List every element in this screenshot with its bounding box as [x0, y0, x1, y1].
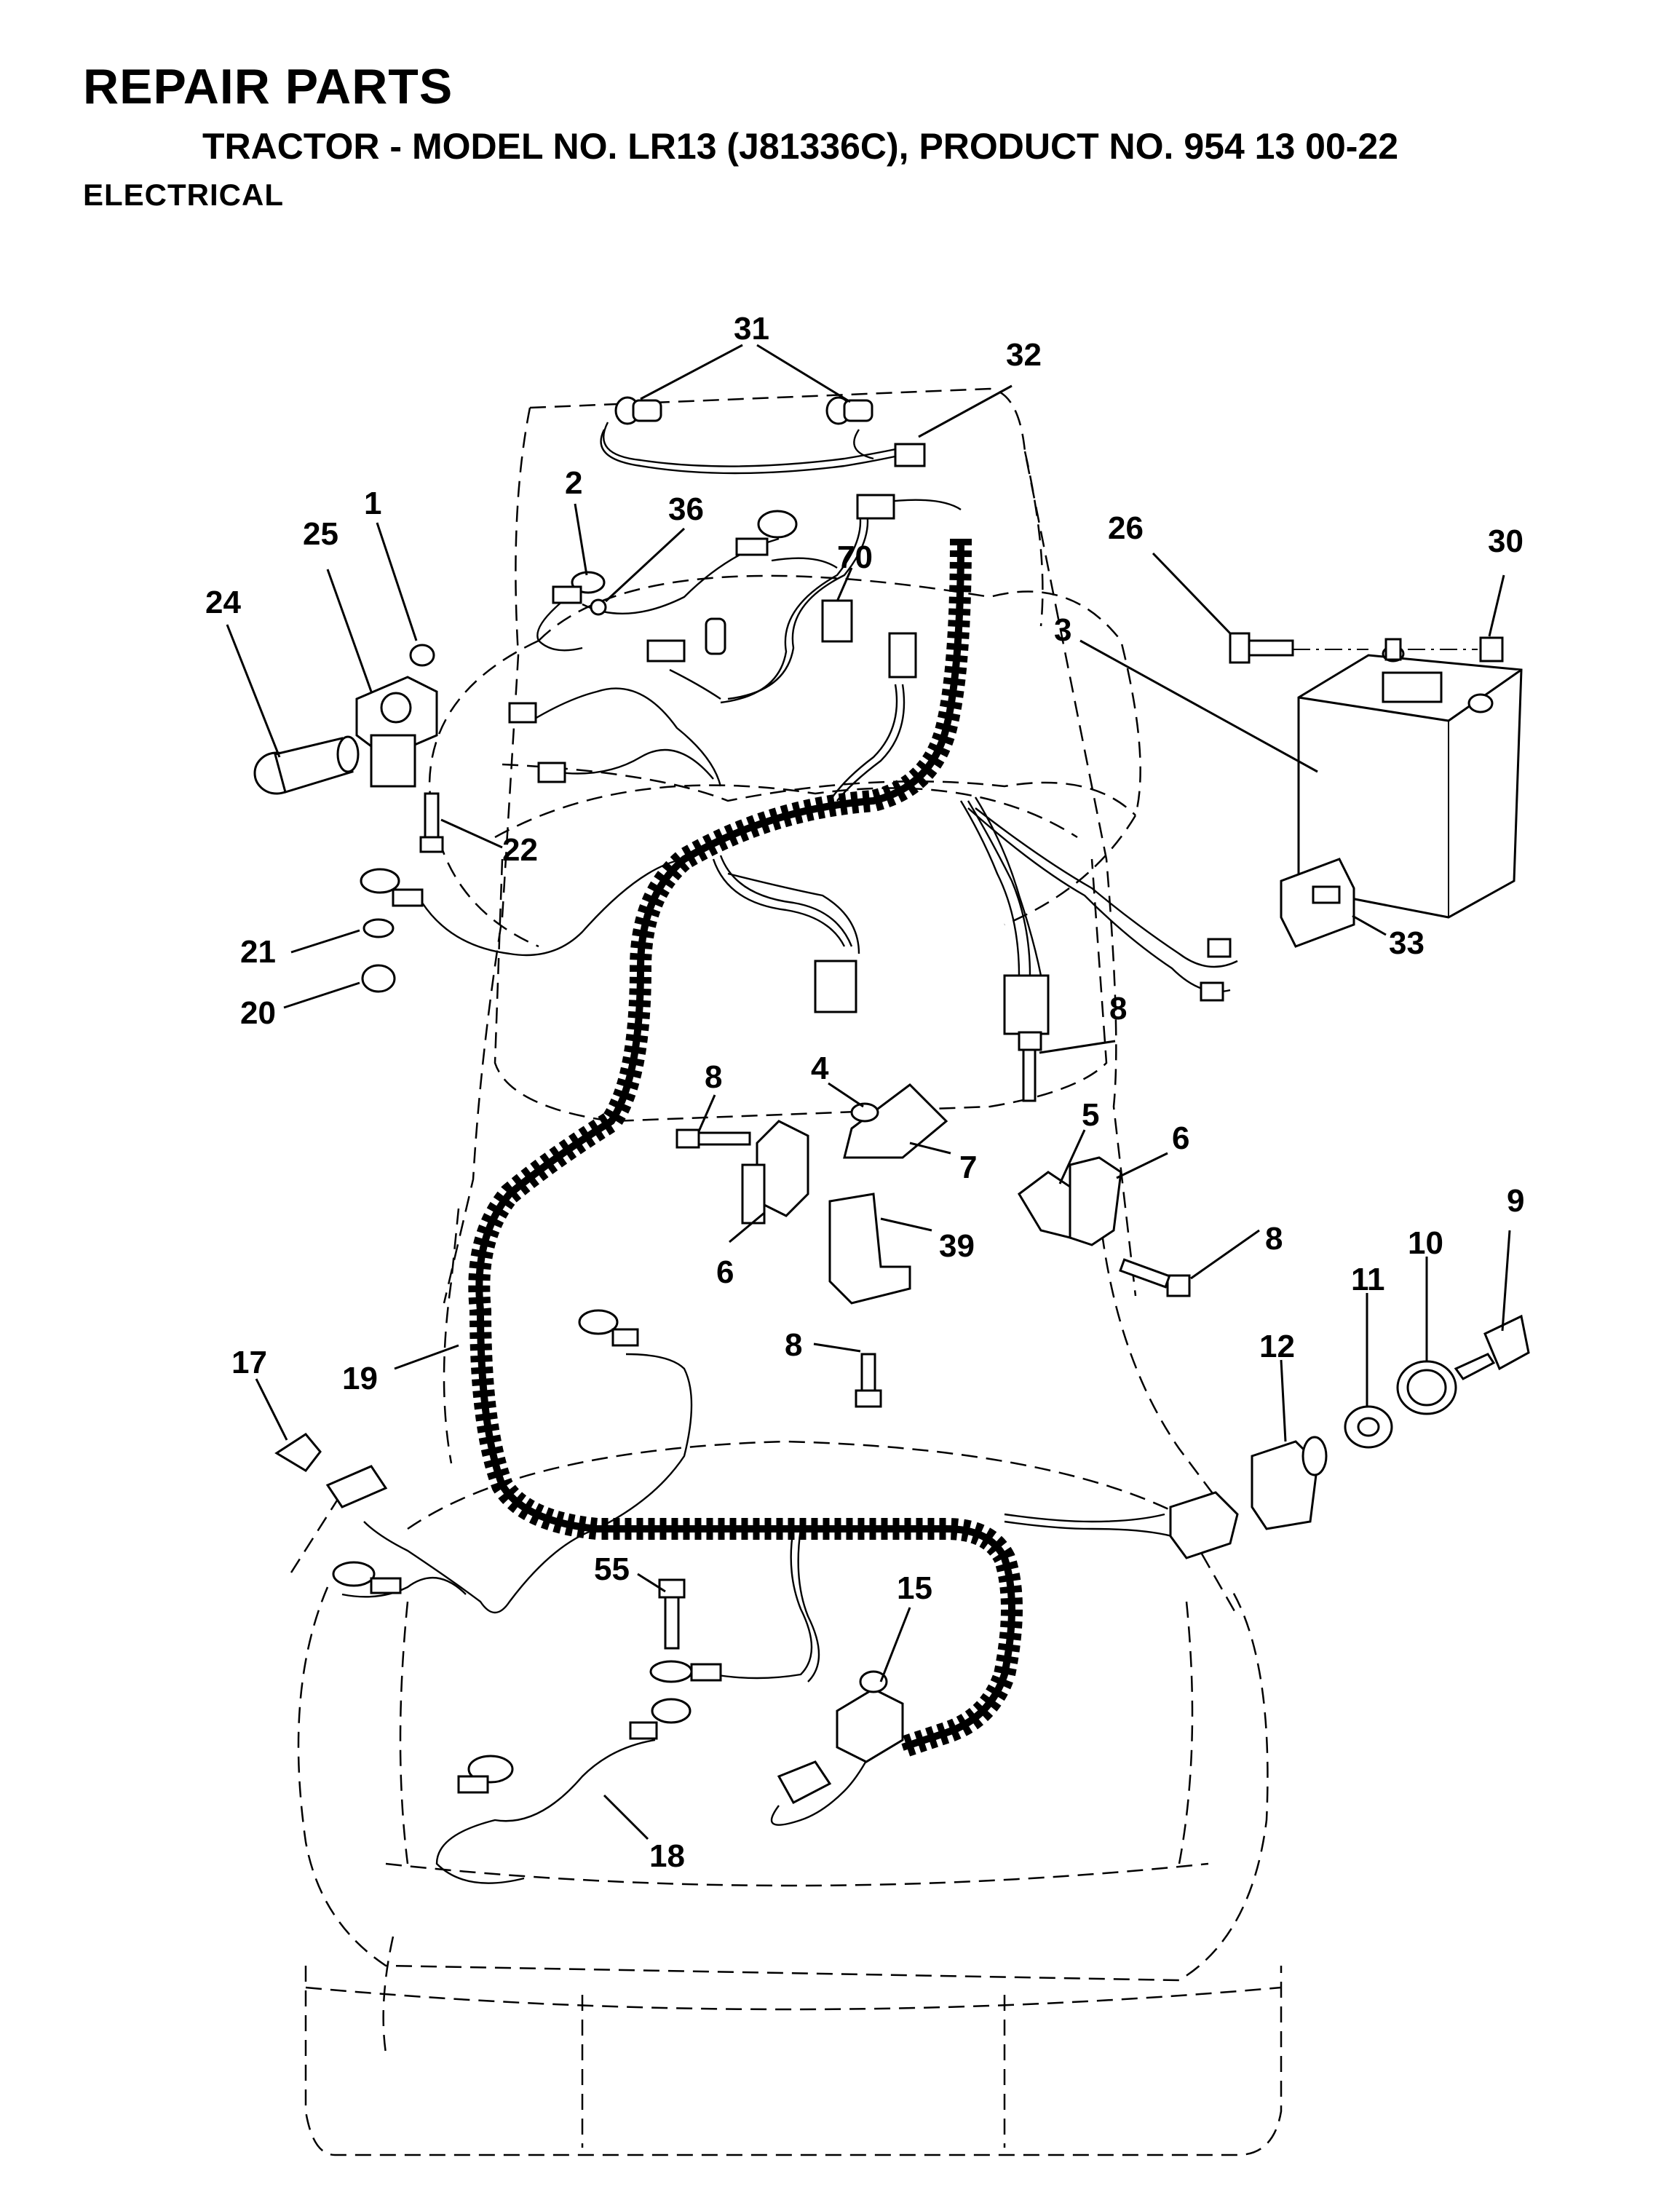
callout-70: 70 [837, 539, 873, 575]
part-bolt-26 [1229, 632, 1294, 664]
callout-24: 24 [205, 585, 241, 620]
callout-4: 4 [811, 1051, 829, 1086]
callout-10: 10 [1408, 1225, 1443, 1261]
part-switch-6-left [741, 1120, 809, 1225]
callout-31: 31 [734, 311, 769, 347]
part-switch-5-6-right [1018, 1156, 1122, 1246]
section-label: ELECTRICAL [83, 178, 284, 212]
part-key-9 [1454, 1314, 1530, 1380]
part-headlights-31 [614, 396, 873, 425]
part-ignition-12 [1251, 1436, 1328, 1530]
callout-12: 12 [1259, 1329, 1295, 1364]
part-battery-3 [1297, 638, 1523, 919]
callout-6-a: 6 [716, 1254, 734, 1290]
part-connector-32 [856, 443, 926, 520]
wiring-harness-coil [468, 538, 1023, 1758]
callout-21: 21 [240, 934, 276, 970]
part-ground-terminal-19 [578, 1309, 639, 1347]
part-boot-24 [253, 735, 360, 795]
tractor-ghost-outline [290, 387, 1283, 2156]
callout-2: 2 [565, 465, 582, 501]
callout-20: 20 [240, 995, 276, 1031]
leader-lines [226, 344, 1511, 1840]
part-seat-switch-15 [777, 1670, 904, 1805]
callout-1: 1 [364, 486, 381, 521]
part-washers-20-21 [360, 868, 424, 993]
part-bolt-55-ground-18 [457, 1578, 722, 1794]
callout-5: 5 [1082, 1097, 1099, 1133]
nut-1 [409, 644, 435, 667]
part-bolts-8 [675, 1031, 1191, 1408]
part-bezel-10 [1396, 1360, 1457, 1415]
callout-30: 30 [1488, 523, 1524, 559]
callout-22: 22 [502, 832, 538, 868]
callout-11: 11 [1351, 1262, 1385, 1297]
callout-18: 18 [649, 1838, 685, 1874]
part-solenoid-25 [355, 644, 438, 788]
callout-3: 3 [1054, 612, 1071, 648]
callout-7: 7 [959, 1150, 977, 1185]
callout-8-d: 8 [785, 1327, 802, 1363]
callout-6-b: 6 [1172, 1120, 1189, 1156]
part-brackets-4-7-39 [828, 1083, 948, 1305]
model-subtitle: TRACTOR - MODEL NO. LR13 (J81336C), PROD… [202, 126, 1399, 167]
callout-55: 55 [594, 1551, 630, 1587]
callout-9: 9 [1507, 1183, 1524, 1219]
callout-25: 25 [303, 516, 338, 552]
page-title: REPAIR PARTS [83, 59, 453, 114]
part-connector-70 [646, 599, 917, 679]
part-connectors-mid [814, 938, 1232, 1035]
callout-8-c: 8 [1265, 1221, 1283, 1257]
part-switch-33 [1280, 858, 1355, 948]
part-ground-terminals [508, 510, 798, 783]
part-nut-30 [1479, 636, 1504, 663]
callout-8-b: 8 [1109, 991, 1127, 1027]
callout-26: 26 [1108, 510, 1144, 546]
callout-33: 33 [1389, 925, 1425, 961]
loose-wires [341, 422, 1238, 1884]
callout-labels: 31 32 2 36 70 1 25 24 26 30 3 22 33 21 2… [205, 311, 1524, 1874]
callout-8-a: 8 [705, 1059, 722, 1095]
callout-32: 32 [1006, 337, 1042, 373]
callout-17: 17 [231, 1345, 267, 1380]
callout-19: 19 [342, 1361, 378, 1396]
part-nut-11 [1344, 1405, 1393, 1449]
part-fuse-17 [274, 1433, 402, 1594]
callout-15: 15 [897, 1570, 932, 1606]
callout-36: 36 [668, 491, 704, 527]
part-connector-front-right [1169, 1491, 1239, 1559]
part-bolt-22 [419, 792, 444, 853]
callout-39: 39 [939, 1228, 975, 1264]
